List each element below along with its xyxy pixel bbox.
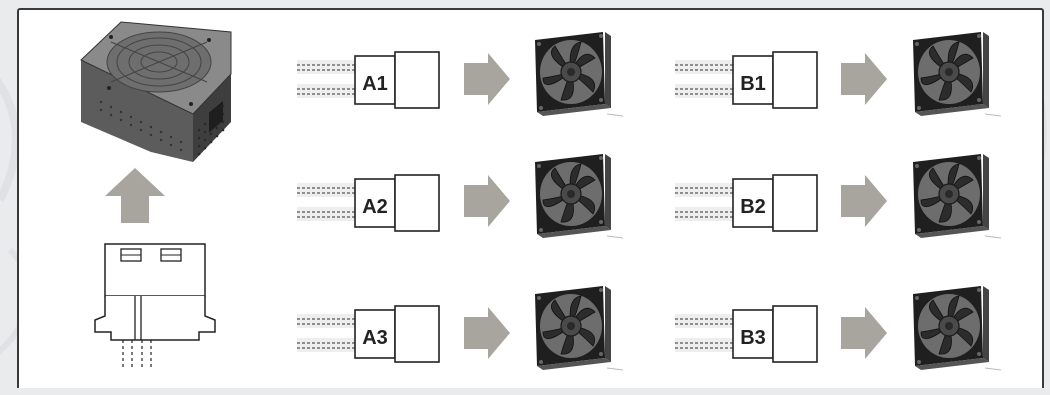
power-supply-icon xyxy=(80,21,232,163)
connector-label-a3: A3 xyxy=(362,327,388,349)
arrow-up-icon xyxy=(105,168,165,223)
connector-label-b1: B1 xyxy=(740,73,766,95)
fan-icon xyxy=(534,31,624,117)
arrow-right-icon xyxy=(464,175,510,227)
connector-a3: A3 xyxy=(296,305,440,363)
arrow-right-icon xyxy=(841,307,887,359)
connector-row-1: A1 B1 xyxy=(296,31,1002,117)
connector-b1: B1 xyxy=(674,51,818,109)
connector-b2: B2 xyxy=(674,174,818,232)
connector-label-a2: A2 xyxy=(362,196,388,218)
connector-row-2: A2 B2 xyxy=(296,153,1002,239)
arrow-right-icon xyxy=(464,53,510,105)
connector-label-b3: B3 xyxy=(740,327,766,349)
connector-label-a1: A1 xyxy=(362,73,388,95)
arrow-right-icon xyxy=(464,307,510,359)
arrow-right-icon xyxy=(841,53,887,105)
fan-icon xyxy=(912,285,1002,371)
arrow-right-icon xyxy=(841,175,887,227)
fan-icon xyxy=(912,31,1002,117)
connector-b3: B3 xyxy=(674,305,818,363)
fan-icon xyxy=(534,153,624,239)
fan-icon xyxy=(912,153,1002,239)
fan-icon xyxy=(534,285,624,371)
connector-a1: A1 xyxy=(296,51,440,109)
wiring-diagram: A1 B1 A2 B2 A3 xyxy=(80,21,1002,371)
diagram-panel: A1 B1 A2 B2 A3 xyxy=(17,8,1044,388)
molex-connector-icon xyxy=(94,243,216,371)
connector-label-b2: B2 xyxy=(740,196,766,218)
connector-a2: A2 xyxy=(296,174,440,232)
connector-row-3: A3 B3 xyxy=(296,285,1002,371)
